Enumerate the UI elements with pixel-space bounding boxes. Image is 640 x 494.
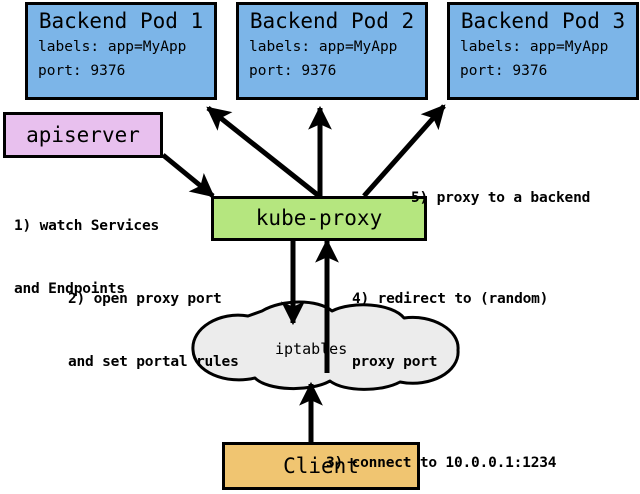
backend-pod-1-port: port: 9376 (38, 63, 126, 79)
backend-pod-3-title: Backend Pod 3 (460, 9, 626, 33)
kube-proxy-box: kube-proxy (211, 196, 427, 241)
step-5-line-1: 5) proxy to a backend (411, 190, 591, 206)
step-4-line-1: 4) redirect to (random) (352, 291, 549, 307)
backend-pod-3-box: Backend Pod 3 labels: app=MyApp port: 93… (447, 2, 639, 100)
kube-proxy-label: kube-proxy (255, 206, 383, 230)
arrow-kubeproxy-to-pod1 (206, 106, 321, 198)
step-1-line-2: and Endpoints (14, 281, 125, 297)
backend-pod-1-title: Backend Pod 1 (38, 9, 204, 33)
step-2-label: 2) open proxy port and set portal rules (68, 247, 239, 415)
backend-pod-1-labels: labels: app=MyApp (38, 39, 187, 55)
backend-pod-2-port: port: 9376 (249, 63, 337, 79)
backend-pod-2-box: Backend Pod 2 labels: app=MyApp port: 93… (236, 2, 428, 100)
step-4-line-2: proxy port (352, 354, 438, 370)
arrow-apiserver-to-kubeproxy (161, 153, 215, 198)
apiserver-box: apiserver (3, 112, 163, 158)
step-3-label: 3) connect to 10.0.0.1:1234 (326, 411, 557, 494)
backend-pod-3-port: port: 9376 (460, 63, 548, 79)
backend-pod-3-labels: labels: app=MyApp (460, 39, 609, 55)
step-3-line-1: 3) connect to 10.0.0.1:1234 (326, 455, 557, 471)
step-2-line-2: and set portal rules (68, 354, 239, 370)
iptables-label: iptables (275, 340, 348, 358)
step-4-label: 4) redirect to (random) proxy port (352, 247, 548, 415)
client-box: Client (222, 442, 420, 490)
client-label: Client (283, 453, 359, 478)
step-1-line-1: 1) watch Services (14, 218, 160, 234)
step-2-line-1: 2) open proxy port (68, 291, 222, 307)
backend-pod-2-title: Backend Pod 2 (249, 9, 415, 33)
backend-pod-2-labels: labels: app=MyApp (249, 39, 398, 55)
apiserver-label: apiserver (26, 122, 140, 147)
step-5-label: 5) proxy to a backend (411, 146, 590, 251)
backend-pod-1-box: Backend Pod 1 labels: app=MyApp port: 93… (25, 2, 217, 100)
step-1-label: 1) watch Services and Endpoints (14, 174, 159, 342)
